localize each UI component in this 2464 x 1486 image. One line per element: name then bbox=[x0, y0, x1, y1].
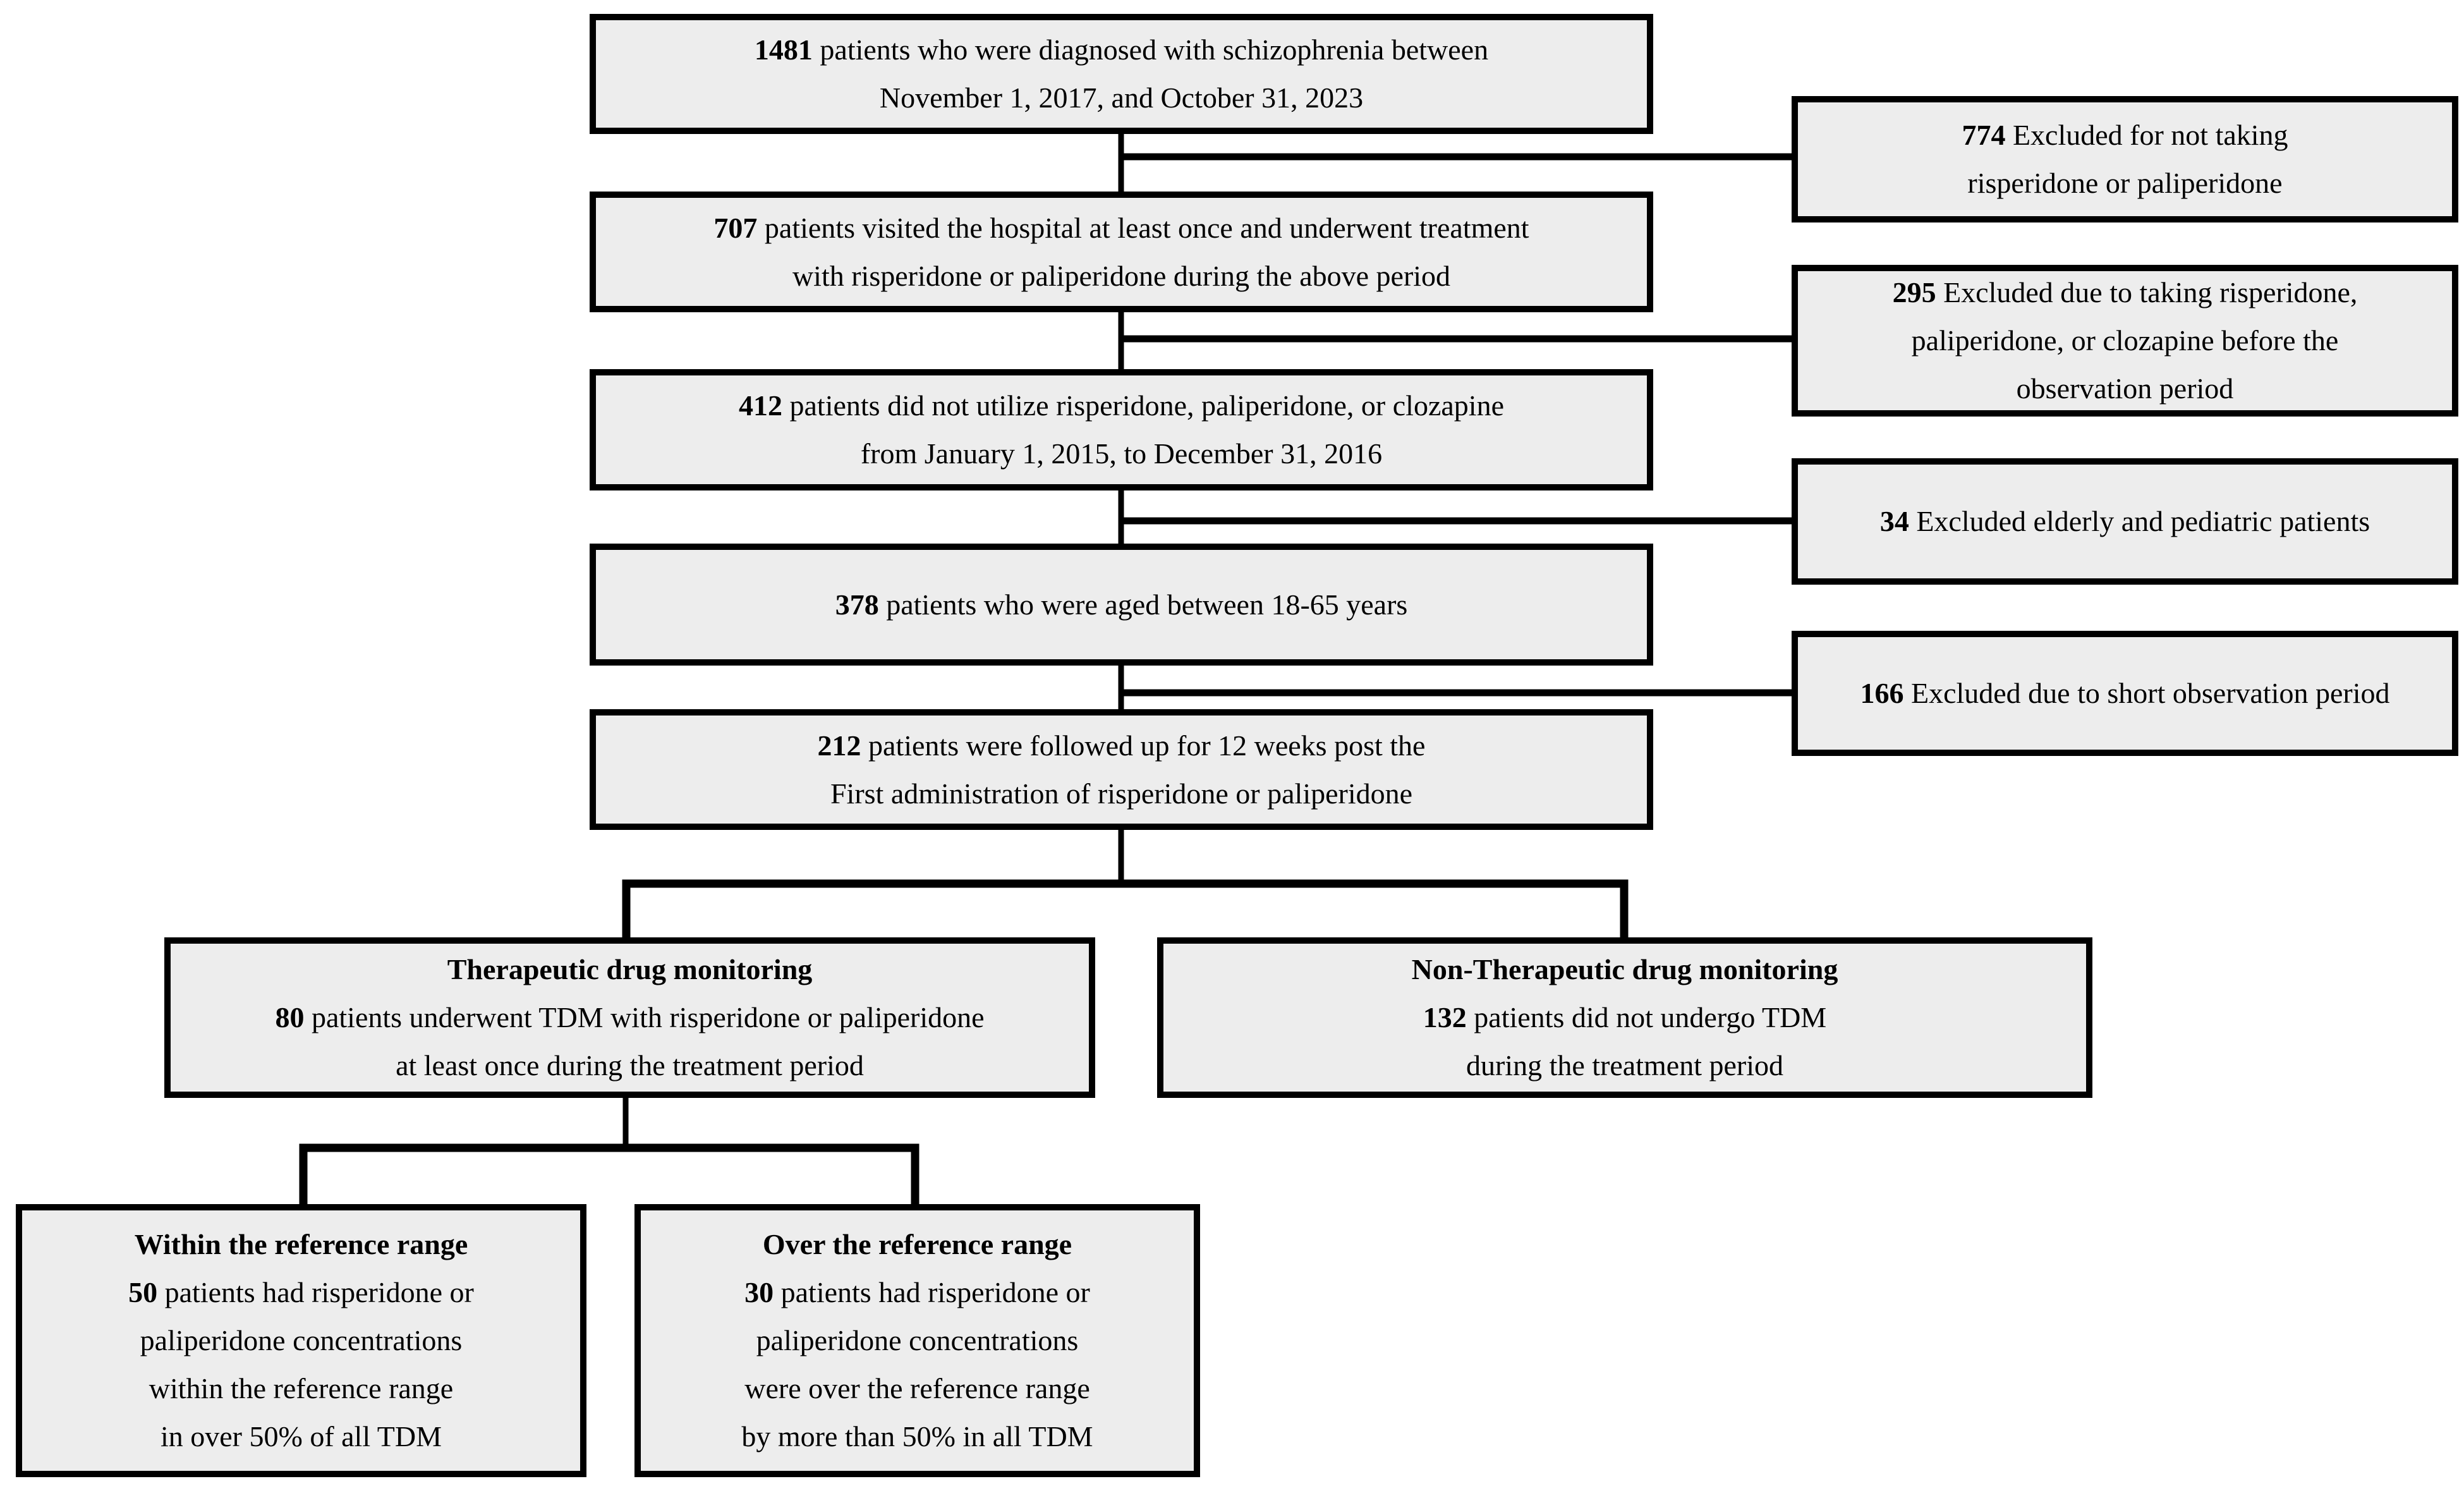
box-non-therapeutic-drug-monitoring: Non-Therapeutic drug monitoring 132 pati… bbox=[1157, 937, 2092, 1098]
followed-count: 212 bbox=[817, 729, 861, 762]
box-diagnosed-patients: 1481 patients who were diagnosed with sc… bbox=[590, 14, 1653, 134]
diagnosed-text: patients who were diagnosed with schizop… bbox=[820, 33, 1489, 114]
box-excluded-not-taking: 774 Excluded for not taking risperidone … bbox=[1792, 96, 2458, 222]
aged-count: 378 bbox=[835, 588, 879, 621]
excluded-prior-use-count: 295 bbox=[1892, 276, 1936, 309]
box-visited-patients: 707 patients visited the hospital at lea… bbox=[590, 192, 1653, 312]
excluded-age-count: 34 bbox=[1879, 505, 1909, 538]
box-no-prior-antipsychotics: 412 patients did not utilize risperidone… bbox=[590, 369, 1653, 490]
diagnosed-count: 1481 bbox=[754, 33, 813, 66]
box-therapeutic-drug-monitoring: Therapeutic drug monitoring 80 patients … bbox=[164, 937, 1095, 1098]
excluded-prior-use-text: Excluded due to taking risperidone, pali… bbox=[1911, 276, 2358, 405]
non-tdm-count: 132 bbox=[1423, 1001, 1467, 1034]
excluded-not-taking-text: Excluded for not taking risperidone or p… bbox=[1967, 119, 2288, 199]
within-range-text: patients had risperidone or paliperidone… bbox=[140, 1276, 474, 1453]
followed-text: patients were followed up for 12 weeks p… bbox=[830, 729, 1426, 810]
split-tdm-bracket bbox=[622, 879, 1629, 937]
within-range-title: Within the reference range bbox=[134, 1228, 468, 1261]
within-range-count: 50 bbox=[128, 1276, 158, 1309]
box-followed-12-weeks: 212 patients were followed up for 12 wee… bbox=[590, 709, 1653, 830]
no-prior-count: 412 bbox=[739, 389, 782, 422]
box-within-reference-range: Within the reference range 50 patients h… bbox=[16, 1204, 586, 1477]
split-range-bracket bbox=[299, 1143, 919, 1204]
excluded-age-text: Excluded elderly and pediatric patients bbox=[1916, 505, 2370, 538]
box-aged-18-65: 378 patients who were aged between 18-65… bbox=[590, 544, 1653, 666]
visited-count: 707 bbox=[713, 211, 758, 244]
box-excluded-short-observation: 166 Excluded due to short observation pe… bbox=[1792, 631, 2458, 756]
non-tdm-title: Non-Therapeutic drug monitoring bbox=[1411, 953, 1838, 986]
box-excluded-age: 34 Excluded elderly and pediatric patien… bbox=[1792, 458, 2458, 585]
box-excluded-prior-use: 295 Excluded due to taking risperidone, … bbox=[1792, 265, 2458, 417]
tdm-count: 80 bbox=[275, 1001, 305, 1034]
no-prior-text: patients did not utilize risperidone, pa… bbox=[789, 389, 1504, 470]
box-over-reference-range: Over the reference range 30 patients had… bbox=[634, 1204, 1200, 1477]
tdm-title: Therapeutic drug monitoring bbox=[447, 953, 813, 986]
non-tdm-text: patients did not undergo TDM during the … bbox=[1466, 1001, 1827, 1081]
tdm-text: patients underwent TDM with risperidone … bbox=[311, 1001, 985, 1081]
aged-text: patients who were aged between 18-65 yea… bbox=[886, 588, 1408, 621]
excluded-short-count: 166 bbox=[1860, 677, 1904, 710]
over-range-text: patients had risperidone or paliperidone… bbox=[741, 1276, 1093, 1453]
over-range-count: 30 bbox=[744, 1276, 774, 1309]
excluded-short-text: Excluded due to short observation period bbox=[1910, 677, 2390, 710]
visited-text: patients visited the hospital at least o… bbox=[764, 211, 1529, 292]
over-range-title: Over the reference range bbox=[762, 1228, 1072, 1261]
excluded-not-taking-count: 774 bbox=[1962, 119, 2006, 152]
